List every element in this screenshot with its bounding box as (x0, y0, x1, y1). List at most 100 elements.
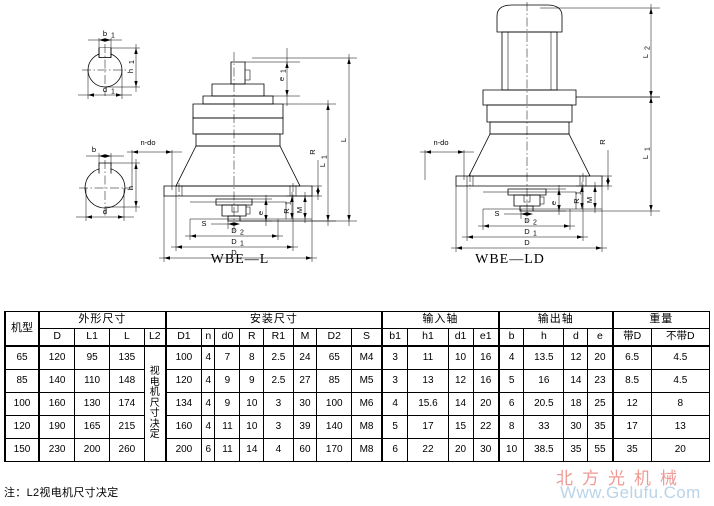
col-L1: L1 (74, 328, 111, 347)
cell-model: 65 (4, 345, 40, 370)
cell-e1: 30 (472, 438, 500, 462)
cell-d1: 10 (447, 345, 474, 370)
cell-w_with: 6.5 (611, 345, 652, 370)
cell-model: 150 (4, 438, 40, 462)
dimension-table-wrapper: 机型 外形尺寸 安装尺寸 输入轴 输出轴 重量 D L1 L L2 D1 n d… (4, 311, 711, 462)
cell-b: 8 (497, 415, 525, 439)
cell-b: 6 (497, 392, 525, 416)
cell-R1: 3 (263, 415, 294, 439)
svg-text:1: 1 (322, 155, 329, 159)
cell-w_with: 17 (611, 415, 652, 439)
cell-S: M4 (351, 345, 383, 370)
cell-M: 39 (292, 415, 318, 439)
cell-d: 35 (563, 438, 589, 462)
cell-w_with: 12 (611, 392, 652, 416)
svg-text:b: b (92, 145, 96, 154)
svg-text:d: d (103, 207, 107, 216)
cell-S: M6 (351, 392, 383, 416)
svg-text:R: R (282, 208, 291, 214)
cell-h: 20.5 (523, 392, 565, 416)
svg-text:L: L (318, 163, 327, 167)
drawing-caption-wbe-ld: WBE—LD (475, 252, 545, 267)
svg-text:b: b (103, 29, 107, 38)
cell-b1: 3 (380, 345, 409, 370)
svg-text:1: 1 (129, 60, 136, 64)
cell-w_without: 4.5 (650, 369, 711, 393)
cell-S: M5 (351, 369, 383, 393)
col-D1: D1 (164, 328, 203, 347)
svg-text:S: S (201, 219, 206, 228)
cell-d: 12 (563, 345, 589, 370)
svg-text:D: D (231, 226, 237, 235)
col-e: e (587, 328, 614, 347)
svg-text:1: 1 (111, 33, 115, 40)
output-shaft-section-detail: b h d (76, 145, 140, 221)
cell-d1: 14 (447, 392, 474, 416)
cell-e: 35 (587, 415, 614, 439)
cell-R1: 4 (263, 438, 294, 462)
cell-h1: 11 (407, 345, 449, 370)
cell-d: 14 (563, 369, 589, 393)
cell-d0: 9 (214, 392, 241, 416)
cell-S: M8 (351, 438, 383, 462)
cell-h: 38.5 (523, 438, 565, 462)
cell-M: 27 (292, 369, 318, 393)
cell-D2: 100 (316, 392, 353, 416)
cell-w_with: 8.5 (611, 369, 652, 393)
col-h: h (523, 328, 565, 347)
cell-e: 23 (587, 369, 614, 393)
cell-M: 30 (292, 392, 318, 416)
col-M: M (292, 328, 318, 347)
cell-n: 4 (201, 369, 216, 393)
svg-text:L: L (641, 155, 650, 159)
col-S: S (351, 328, 383, 347)
col-b: b (497, 328, 525, 347)
svg-text:e: e (256, 211, 265, 215)
cell-D1: 160 (164, 415, 203, 439)
cell-e1: 20 (472, 392, 500, 416)
cell-D1: 120 (164, 369, 203, 393)
cell-h1: 22 (407, 438, 449, 462)
cell-R: 9 (239, 369, 265, 393)
cell-M: 24 (292, 345, 318, 370)
svg-text:D: D (231, 237, 237, 246)
svg-text:D: D (524, 227, 530, 236)
cell-R1: 2.5 (263, 345, 294, 370)
col-b1: b1 (380, 328, 409, 347)
cell-D2: 85 (316, 369, 353, 393)
svg-text:n-do: n-do (433, 138, 448, 147)
col-d0: d0 (214, 328, 241, 347)
cell-b: 5 (497, 369, 525, 393)
svg-text:1: 1 (645, 147, 652, 151)
cell-D: 190 (38, 415, 76, 439)
cell-R1: 3 (263, 392, 294, 416)
col-L2: L2 (143, 328, 167, 347)
cell-d0: 7 (214, 345, 241, 370)
cell-D2: 65 (316, 345, 353, 370)
cell-d1: 20 (447, 438, 474, 462)
cell-R: 14 (239, 438, 265, 462)
col-group-mounting-dims: 安装尺寸 (164, 311, 383, 329)
cell-d0: 9 (214, 369, 241, 393)
table-column-header-row: D L1 L L2 D1 n d0 R R1 M D2 S b1 h1 d1 e… (5, 328, 711, 347)
drawings-area: b 1 h 1 d 1 (76, 2, 660, 267)
col-group-input-shaft: 输入轴 (380, 311, 500, 329)
cell-D2: 140 (316, 415, 353, 439)
col-weight-without-motor: 不带D (650, 328, 711, 347)
assembly-drawing-wbe-ld: n-do L 2 L 1 (420, 2, 660, 252)
cell-L1: 200 (74, 438, 111, 462)
svg-text:e: e (277, 77, 286, 81)
cell-R1: 2.5 (263, 369, 294, 393)
cell-L: 148 (109, 369, 145, 393)
svg-text:1: 1 (576, 191, 583, 195)
cell-b1: 3 (380, 369, 409, 393)
col-group-output-shaft: 输出轴 (497, 311, 614, 329)
watermark-chinese: 北方光机械 (556, 469, 686, 488)
cell-L2-merged: 视电机尺寸决定 (143, 345, 167, 462)
cell-e: 20 (587, 345, 614, 370)
col-R: R (239, 328, 265, 347)
cell-L: 174 (109, 392, 145, 416)
